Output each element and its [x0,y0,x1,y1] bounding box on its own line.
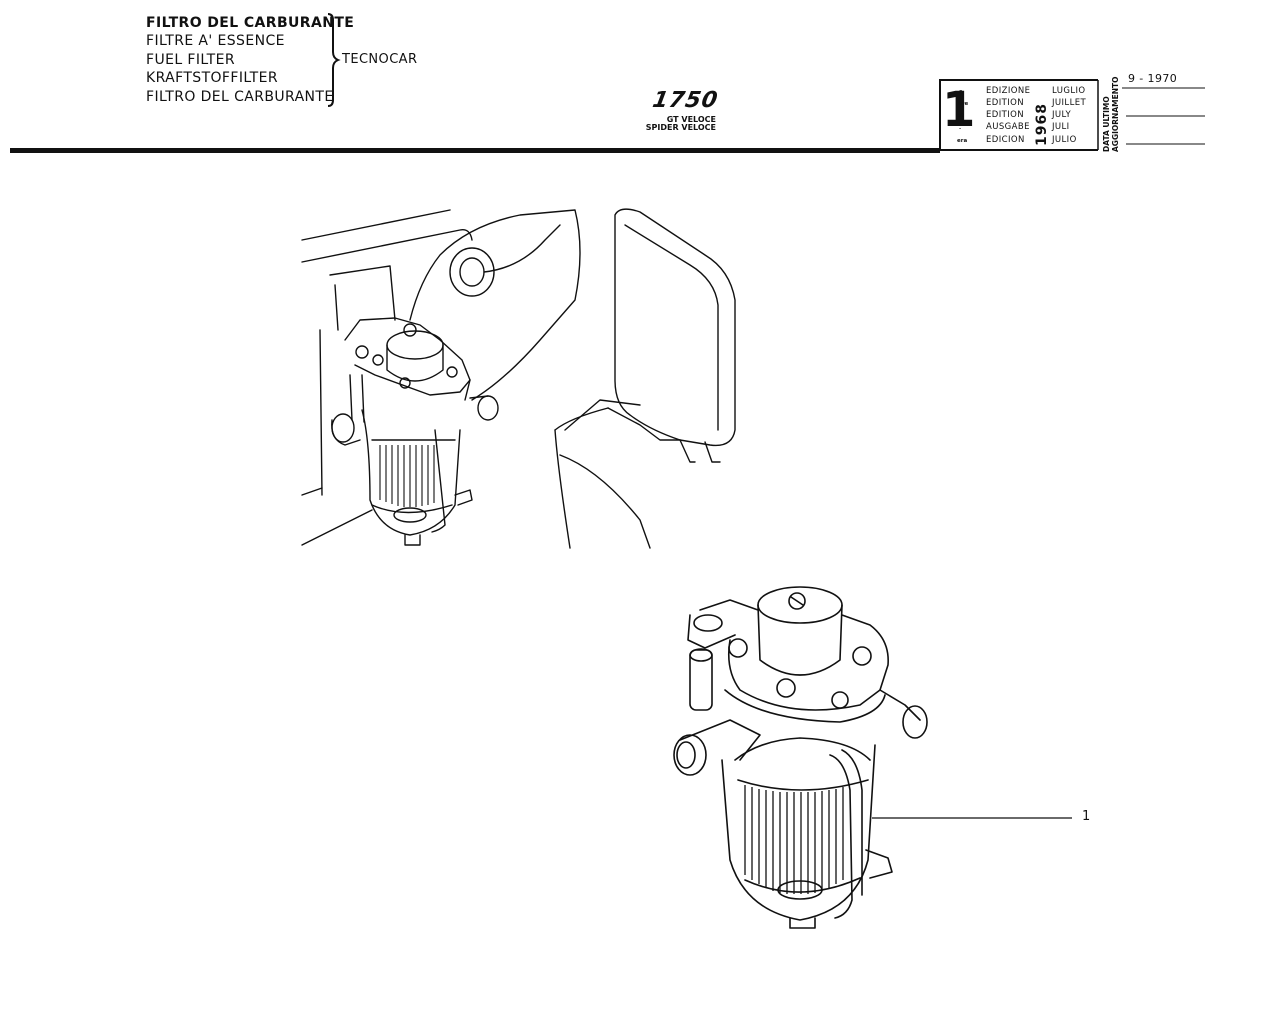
edition-suffix-en: st [958,113,964,119]
title-block: FILTRO DEL CARBURANTE FILTRE A' ESSENCE … [146,14,355,106]
title-german: KRAFTSTOFFILTER [146,70,278,87]
title-spanish: FILTRO DEL CARBURANTE [146,88,334,105]
edition-suffix-de: . [959,125,962,131]
edition-label-fr: EDITION [986,98,1024,108]
edition-label-en: EDITION [986,110,1024,120]
title-italian: FILTRO DEL CARBURANTE [146,15,355,31]
header-rule [10,148,940,153]
model-variant-gt: GT VELOCE [666,115,716,124]
edition-month-fr: JUILLET [1052,98,1087,108]
edition-suffix-es: era [957,138,968,144]
edition-month-es: JULIO [1052,135,1077,145]
edition-suffix-fr: ère [958,101,969,107]
title-french: FILTRE A' ESSENCE [146,33,285,50]
edition-month-de: JULI [1052,122,1070,132]
edition-month-it: LUGLIO [1052,86,1086,96]
edition-label-it: EDIZIONE [986,86,1031,96]
title-english: FUEL FILTER [146,51,235,68]
update-date: 9 - 1970 [1128,72,1178,85]
edition-label-es: EDICION [986,135,1025,145]
brand-name: TECNOCAR [342,52,418,67]
edition-month-en: JULY [1052,110,1072,120]
callout-label-1: 1 [1082,809,1091,824]
model-variant-spider: SPIDER VELOCE [645,123,716,132]
edition-number: 1 [942,82,976,138]
edition-label-de: AUSGABE [986,122,1030,132]
edition-suffix-it: a [959,89,963,95]
